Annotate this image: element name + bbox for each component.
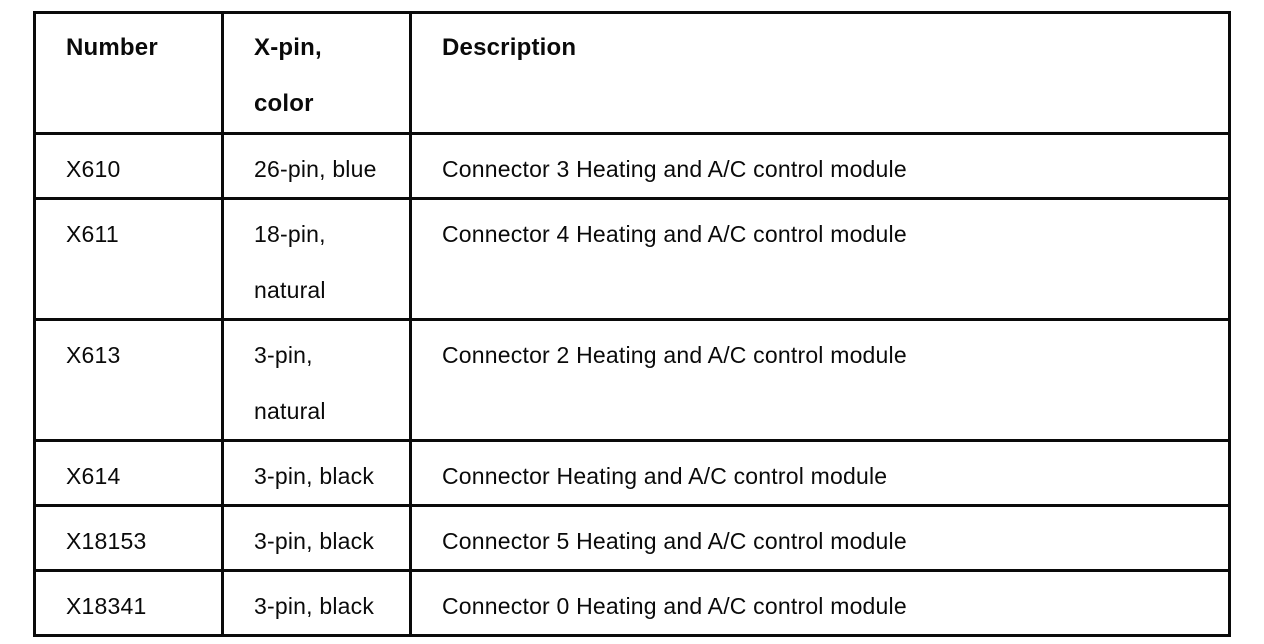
cell-description: Connector 2 Heating and A/C control modu… (409, 318, 1231, 442)
table-row: X611 18-pin, natural Connector 4 Heating… (33, 197, 1231, 321)
cell-description: Connector 0 Heating and A/C control modu… (409, 569, 1231, 637)
cell-number: X18153 (33, 504, 224, 572)
table-row: X614 3-pin, black Connector Heating and … (33, 439, 1231, 507)
cell-description: Connector Heating and A/C control module (409, 439, 1231, 507)
table-header-row: Number X-pin, color Description (33, 11, 1231, 135)
cell-pin-color: 3-pin, black (221, 569, 412, 637)
header-description: Description (409, 11, 1231, 135)
cell-pin-color: 3-pin, black (221, 439, 412, 507)
table-row: X18153 3-pin, black Connector 5 Heating … (33, 504, 1231, 572)
table-row: X18341 3-pin, black Connector 0 Heating … (33, 569, 1231, 637)
cell-description: Connector 4 Heating and A/C control modu… (409, 197, 1231, 321)
header-pin-color: X-pin, color (221, 11, 412, 135)
cell-number: X613 (33, 318, 224, 442)
cell-description: Connector 3 Heating and A/C control modu… (409, 132, 1231, 200)
table-row: X610 26-pin, blue Connector 3 Heating an… (33, 132, 1231, 200)
cell-pin-color: 3-pin, natural (221, 318, 412, 442)
cell-pin-color: 18-pin, natural (221, 197, 412, 321)
cell-number: X611 (33, 197, 224, 321)
cell-description: Connector 5 Heating and A/C control modu… (409, 504, 1231, 572)
cell-pin-color: 3-pin, black (221, 504, 412, 572)
cell-number: X610 (33, 132, 224, 200)
connector-table: Number X-pin, color Description X610 26-… (33, 11, 1231, 637)
cell-number: X18341 (33, 569, 224, 637)
cell-pin-color: 26-pin, blue (221, 132, 412, 200)
table-row: X613 3-pin, natural Connector 2 Heating … (33, 318, 1231, 442)
header-number: Number (33, 11, 224, 135)
cell-number: X614 (33, 439, 224, 507)
